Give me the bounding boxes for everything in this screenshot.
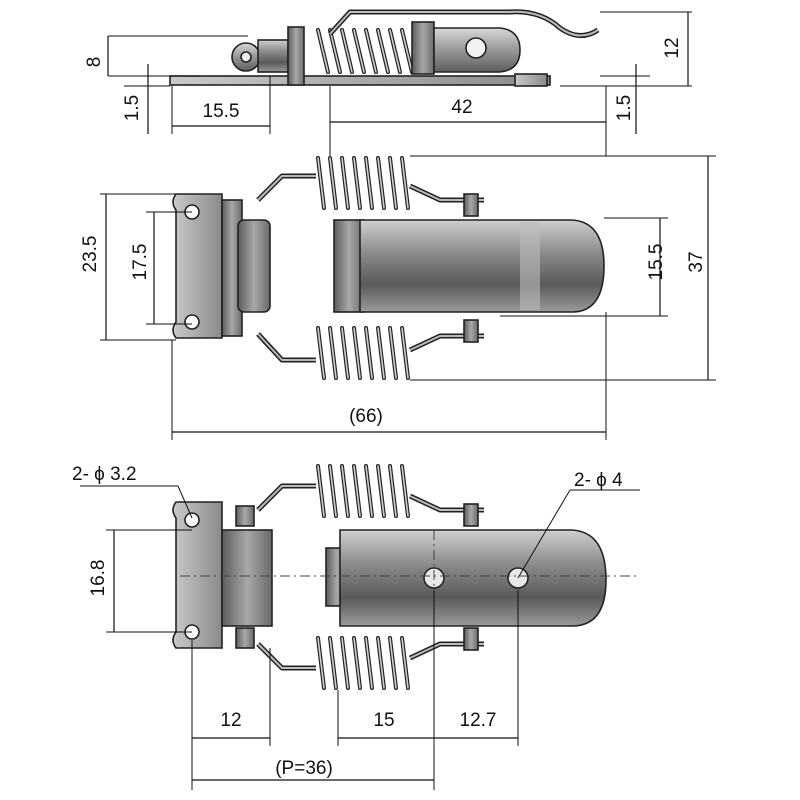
dim-side-42: 42 — [451, 97, 472, 118]
bottom-view: 2- ϕ 3.2 2- ϕ 4 16.8 12 15 12.7 (P=36) — [72, 464, 640, 790]
dim-side-15-5-text: 15.5 — [203, 101, 240, 122]
dim-top-17-5: 17.5 — [130, 244, 151, 281]
dim-bottom-pitch-36: (P=36) — [275, 758, 333, 779]
top-view: 23.5 17.5 15.5 37 (66) — [80, 155, 716, 440]
top-hook-body — [359, 219, 605, 313]
dim-bottom-16-8: 16.8 — [88, 560, 109, 597]
top-spring-lower — [316, 326, 410, 380]
side-base-plate — [169, 75, 551, 86]
dim-top-15-5: 15.5 — [646, 244, 667, 281]
dim-bottom-hole-3-2: 2- ϕ 3.2 — [72, 464, 137, 485]
dim-bottom-12-7: 12.7 — [460, 710, 497, 731]
dim-bottom-12: 12 — [220, 710, 241, 731]
top-spring-upper — [316, 156, 410, 210]
dim-top-23-5: 23.5 — [80, 236, 101, 273]
bottom-spring-lower — [316, 636, 410, 690]
dim-side-12: 12 — [662, 37, 683, 58]
bottom-spring-upper — [316, 464, 410, 518]
dim-side-1-5-right: 1.5 — [614, 95, 635, 121]
dim-bottom-15: 15 — [373, 710, 394, 731]
side-view: 8 12 1.5 1.5 15.5 42 1.5 — [84, 9, 692, 156]
side-spring — [316, 28, 414, 74]
dim-top-37: 37 — [686, 251, 707, 272]
bottom-hook-body — [339, 529, 607, 627]
dim-side-1-5-left: 1.5 — [122, 95, 143, 121]
dim-top-66: (66) — [349, 406, 383, 427]
dim-side-8: 8 — [84, 57, 105, 68]
bottom-mount-hole-top — [184, 512, 200, 528]
dim-bottom-hole-4: 2- ϕ 4 — [574, 470, 623, 491]
top-base-plate — [172, 193, 223, 339]
